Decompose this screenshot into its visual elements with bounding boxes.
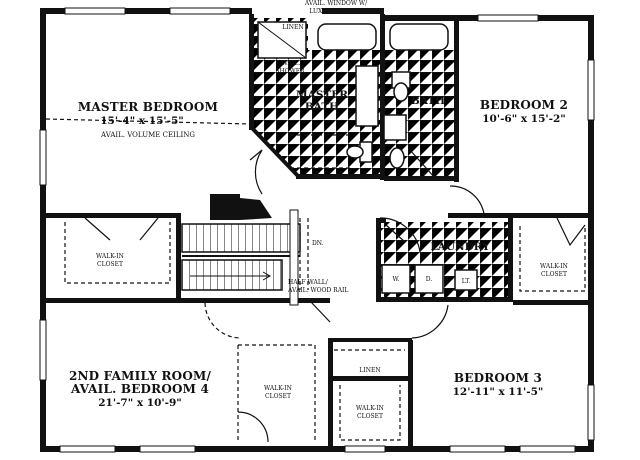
interior-walls (40, 14, 594, 448)
half-wall-note-2: AVAIL. WOOD RAIL (287, 287, 348, 294)
bath-name: BATH (411, 95, 445, 107)
bedroom2-dims: 10'-6" x 15'-2" (482, 113, 566, 125)
family-room-name-1: 2ND FAMILY ROOM/ (69, 369, 212, 383)
shower-note-2: SHOWER (275, 68, 305, 75)
laundry-name: LAUNDRY (430, 241, 490, 253)
dryer-label: D. (426, 276, 433, 283)
family-room-dims: 21'-7" x 10'-9" (98, 397, 182, 409)
walkin-family-line1: WALK-IN (264, 385, 292, 392)
window-note-2: LUXURY BATH OPTION (309, 8, 382, 15)
washer-label: W. (392, 276, 399, 283)
family-room-name-2: AVAIL. BEDROOM 4 (70, 382, 209, 396)
master-bedroom-dims: 15'-4" x 15'-5" (100, 115, 184, 127)
window-note-1: AVAIL. WINDOW W/ (304, 0, 368, 7)
master-bath-tile (252, 50, 380, 178)
closet-shelves (64, 218, 586, 441)
walkin-family-line2: CLOSET (265, 393, 291, 400)
master-bedroom-name: MASTER BEDROOM (78, 100, 218, 114)
master-bath-name-1: MASTER (296, 89, 348, 101)
half-wall-note-1: HALF WALL/ (288, 279, 329, 286)
bedroom2-name: BEDROOM 2 (480, 98, 568, 112)
bedroom3-dims: 12'-11" x 11'-5" (453, 386, 544, 398)
master-bedroom-note: AVAIL. VOLUME CEILING (100, 131, 195, 139)
bedroom3-name: BEDROOM 3 (454, 371, 542, 385)
linen-bath-label: LINEN (282, 24, 303, 31)
doors (84, 149, 586, 443)
walkin-bed3-line2: CLOSET (357, 413, 383, 420)
linen-hall: LINEN (359, 367, 380, 374)
walkin-master-line2: CLOSET (97, 261, 123, 268)
master-bath-name-2: BATH (305, 101, 339, 113)
labels: MASTER BEDROOM 15'-4" x 15'-5" AVAIL. VO… (45, 0, 568, 420)
walkin-master-line1: WALK-IN (96, 253, 124, 260)
walkin-bed2-line1: WALK-IN (540, 263, 568, 270)
staircase (181, 209, 301, 306)
fixtures (257, 21, 478, 294)
shower-note-1: AVAIL. (279, 60, 301, 67)
windows (39, 7, 595, 453)
walkin-bed3-line1: WALK-IN (356, 405, 384, 412)
stair-dn-label: DN. (312, 240, 324, 247)
laundry-tub-label: LT. (462, 278, 471, 285)
volume-ceiling-line (45, 118, 251, 125)
walkin-bed2-line2: CLOSET (541, 271, 567, 278)
